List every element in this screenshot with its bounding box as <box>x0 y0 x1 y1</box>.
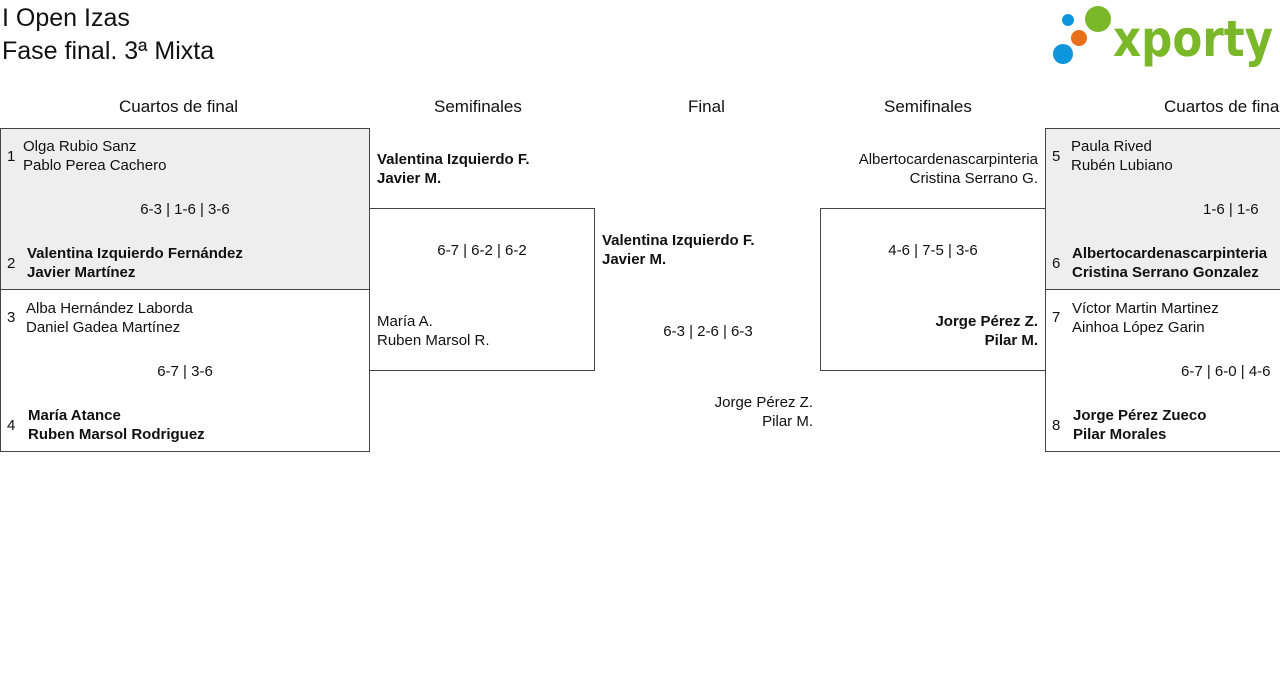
champion-name: Javier M. <box>602 251 667 268</box>
match-score: 6-7 | 6-2 | 6-2 <box>437 242 527 259</box>
winner-name: Jorge Pérez Z. <box>935 313 1038 330</box>
seed-number: 3 <box>7 309 16 326</box>
match-box-left-qf1[interactable] <box>0 128 370 290</box>
round-header-left-semis: Semifinales <box>434 97 522 116</box>
match-score: 6-3 | 1-6 | 3-6 <box>140 201 230 218</box>
player-name: Ruben Marsol R. <box>377 332 490 349</box>
winner-name: María Atance <box>28 407 121 424</box>
round-header-right-semis: Semifinales <box>884 97 972 116</box>
winner-name: Albertocardenascarpinteria <box>1072 245 1268 262</box>
player-name: Alba Hernández Laborda <box>26 300 193 317</box>
logo-dot-green <box>1085 6 1111 32</box>
seed-number: 1 <box>7 148 16 165</box>
final-score: 6-3 | 2-6 | 6-3 <box>663 323 753 340</box>
winner-name: Cristina Serrano Gonzalez <box>1072 264 1259 281</box>
round-header-right-quarters: Cuartos de final <box>1164 97 1280 116</box>
winner-name: Javier Martínez <box>27 264 136 281</box>
finalist-name: Jorge Pérez Z. <box>714 394 813 411</box>
seed-number: 5 <box>1052 148 1061 165</box>
finalist-name: Pilar M. <box>762 413 813 430</box>
player-name: Víctor Martin Martinez <box>1072 300 1219 317</box>
player-name: Albertocardenascarpinteria <box>858 151 1038 168</box>
player-name: Cristina Serrano G. <box>909 170 1038 187</box>
player-name: Paula Rived <box>1071 138 1152 155</box>
xporty-logo: xporty <box>1053 6 1273 68</box>
seed-number: 6 <box>1052 255 1061 272</box>
phase-subtitle: Fase final. 3ª Mixta <box>2 37 215 65</box>
match-box-right-qf1[interactable] <box>1045 128 1280 290</box>
winner-name: Valentina Izquierdo Fernández <box>27 245 243 262</box>
player-name: Ainhoa López Garin <box>1072 319 1205 336</box>
logo-wordmark: xporty <box>1113 10 1273 68</box>
winner-name: Valentina Izquierdo F. <box>377 151 530 168</box>
seed-number: 4 <box>7 417 16 434</box>
match-box-left-sf[interactable] <box>369 208 595 371</box>
tournament-title: I Open Izas <box>2 4 130 32</box>
winner-name: Javier M. <box>377 170 442 187</box>
player-name: Daniel Gadea Martínez <box>26 319 181 336</box>
logo-dot-blue <box>1053 44 1073 64</box>
round-header-left-quarters: Cuartos de final <box>119 97 239 116</box>
seed-number: 7 <box>1052 309 1061 326</box>
seed-number: 2 <box>7 255 16 272</box>
player-name: María A. <box>377 313 433 330</box>
winner-name: Ruben Marsol Rodriguez <box>28 426 205 443</box>
logo-dot-orange <box>1071 30 1087 46</box>
match-score: 1-6 | 1-6 <box>1203 201 1259 218</box>
player-name: Rubén Lubiano <box>1071 157 1173 174</box>
match-score: 6-7 | 6-0 | 4-6 <box>1181 363 1271 380</box>
round-header-final: Final <box>688 97 725 116</box>
winner-name: Pilar M. <box>984 332 1038 349</box>
logo-dot-blue-small <box>1062 14 1074 26</box>
winner-name: Pilar Morales <box>1073 426 1167 443</box>
match-score: 4-6 | 7-5 | 3-6 <box>888 242 978 259</box>
player-name: Olga Rubio Sanz <box>23 138 137 155</box>
seed-number: 8 <box>1052 417 1061 434</box>
winner-name: Jorge Pérez Zueco <box>1073 407 1207 424</box>
player-name: Pablo Perea Cachero <box>23 157 167 174</box>
match-score: 6-7 | 3-6 <box>157 363 213 380</box>
match-box-right-qf2[interactable] <box>1045 289 1280 452</box>
champion-name: Valentina Izquierdo F. <box>602 232 755 249</box>
